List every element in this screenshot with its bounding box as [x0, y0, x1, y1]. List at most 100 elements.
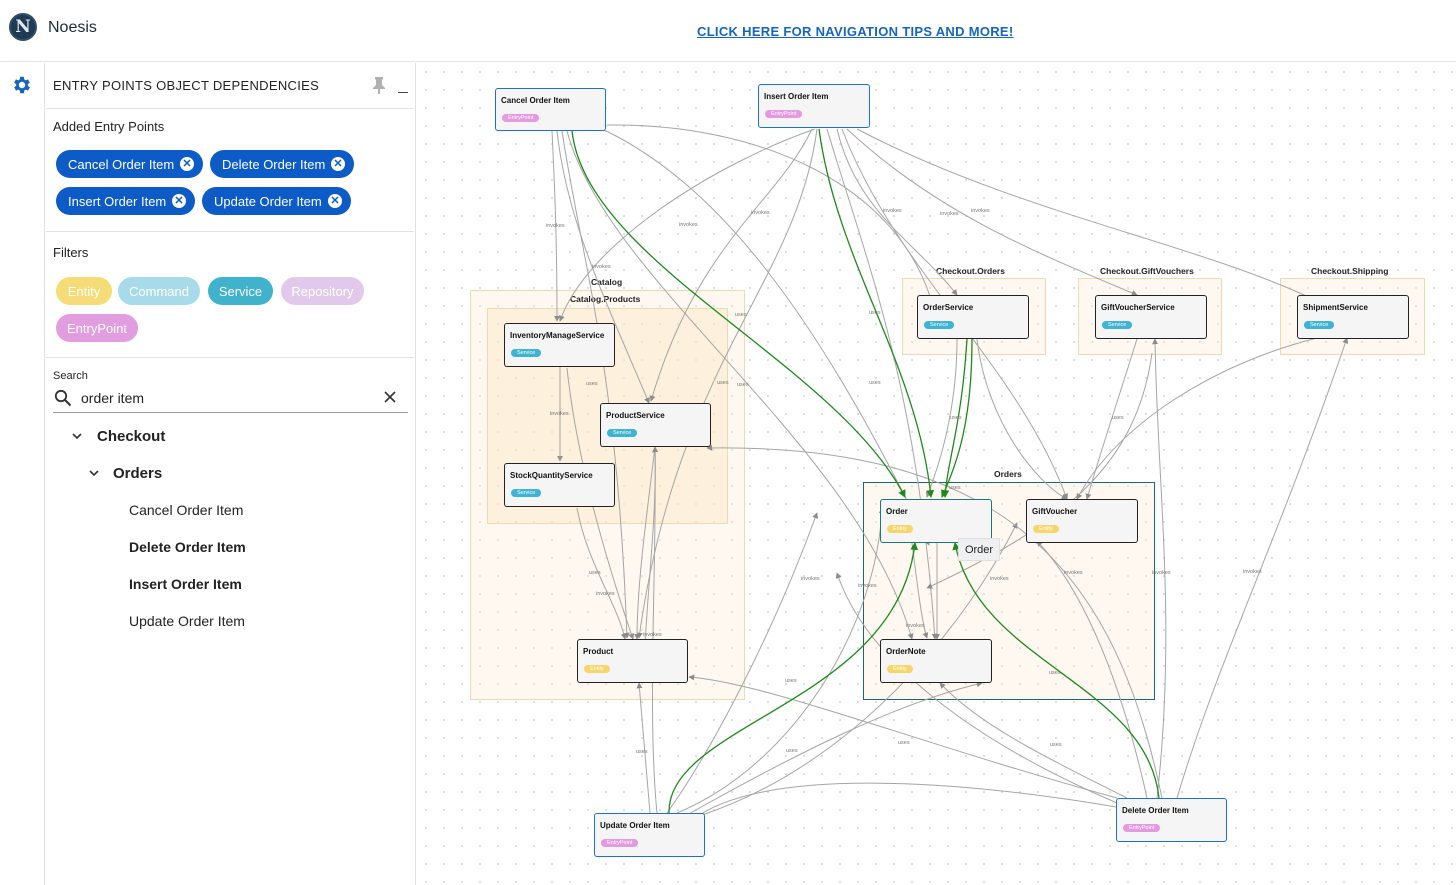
edge-label-invokes: invokes: [906, 623, 925, 629]
filter-repository[interactable]: Repository: [281, 277, 364, 305]
edge-label-invokes: invokes: [940, 211, 959, 217]
edge-label-invokes: invokes: [1152, 570, 1171, 576]
edge-label-invokes: invokes: [550, 411, 569, 417]
edge-label-invokes: invokes: [858, 583, 877, 589]
tree-item-delete-order-item[interactable]: Delete Order Item: [129, 539, 246, 555]
remove-chip-icon[interactable]: ✕: [331, 157, 345, 171]
filter-service[interactable]: Service: [208, 277, 273, 305]
chevron-down-icon[interactable]: [72, 431, 82, 441]
edge-label-uses: uses: [1112, 415, 1124, 421]
app-logo-icon[interactable]: N: [9, 13, 37, 41]
remove-chip-icon[interactable]: ✕: [328, 194, 342, 208]
edge-label-invokes: invokes: [1243, 569, 1262, 575]
group-label-checkout-orders: Checkout.Orders: [936, 266, 1005, 276]
node-giftvoucher-service[interactable]: GiftVoucherService Service: [1095, 295, 1207, 339]
entrypoint-badge: EntryPoint: [765, 110, 803, 118]
node-inventory-manage-service[interactable]: InventoryManageService Service: [504, 323, 615, 367]
tree-item-insert-order-item[interactable]: Insert Order Item: [129, 576, 242, 592]
pin-icon[interactable]: [372, 76, 386, 94]
edge-label-invokes: invokes: [592, 264, 611, 270]
node-insert-order-item[interactable]: Insert Order Item EntryPoint: [758, 84, 870, 128]
chip-insert-order-item[interactable]: Insert Order Item✕: [56, 187, 195, 215]
edge-label-uses: uses: [1049, 670, 1061, 676]
edge-label-uses: uses: [898, 740, 910, 746]
entrypoint-badge: EntryPoint: [502, 114, 540, 122]
dependency-graph-canvas[interactable]: Catalog Catalog.Products Checkout.Orders…: [417, 63, 1456, 885]
filters-label: Filters: [53, 245, 89, 260]
service-badge: Service: [1102, 321, 1133, 329]
edge-label-invokes: invokes: [990, 576, 1009, 582]
edge-label-uses: uses: [586, 381, 598, 387]
entity-badge: Entity: [584, 665, 610, 673]
group-label-checkout-shipping: Checkout.Shipping: [1311, 266, 1389, 276]
service-badge: Service: [924, 321, 955, 329]
dependencies-panel: ENTRY POINTS OBJECT DEPENDENCIES Added E…: [46, 63, 416, 885]
edge-label-invokes: invokes: [679, 222, 698, 228]
edge-label-uses: uses: [869, 380, 881, 386]
node-giftvoucher[interactable]: GiftVoucher Entity: [1026, 499, 1138, 543]
clear-search-icon[interactable]: [383, 390, 397, 404]
added-entry-points-label: Added Entry Points: [53, 119, 165, 134]
node-cancel-order-item[interactable]: Cancel Order Item EntryPoint: [495, 88, 606, 131]
navigation-tips-link[interactable]: CLICK HERE FOR NAVIGATION TIPS AND MORE!: [697, 24, 1014, 39]
edge-label-uses: uses: [737, 382, 749, 388]
divider: [46, 231, 414, 232]
entrypoint-badge: EntryPoint: [1123, 824, 1161, 832]
node-ordernote[interactable]: OrderNote Entity: [880, 639, 992, 683]
remove-chip-icon[interactable]: ✕: [180, 157, 194, 171]
entity-badge: Entity: [887, 525, 913, 533]
filter-entity[interactable]: Entity: [56, 277, 112, 305]
tree-node-checkout[interactable]: Checkout: [97, 428, 166, 445]
search-input[interactable]: [81, 388, 371, 408]
node-tooltip: Order: [958, 538, 1000, 561]
edge-label-uses: uses: [869, 310, 881, 316]
filter-entrypoint[interactable]: EntryPoint: [56, 314, 138, 342]
service-badge: Service: [607, 429, 638, 437]
service-badge: Service: [1304, 321, 1335, 329]
entity-badge: Entity: [887, 665, 913, 673]
node-update-order-item[interactable]: Update Order Item EntryPoint: [594, 813, 705, 857]
minimize-icon[interactable]: [398, 76, 408, 93]
remove-chip-icon[interactable]: ✕: [172, 194, 186, 208]
edge-label-invokes: invokes: [1064, 570, 1083, 576]
gear-icon[interactable]: [11, 74, 33, 96]
edge-label-uses: uses: [636, 749, 648, 755]
group-label-orders: Orders: [994, 469, 1022, 479]
search-box: [53, 386, 408, 413]
edge-label-invokes: invokes: [546, 223, 565, 229]
graph-edges: invokes invokes invokes invokes invokes …: [546, 124, 1349, 821]
chip-delete-order-item[interactable]: Delete Order Item✕: [210, 150, 354, 178]
node-delete-order-item[interactable]: Delete Order Item EntryPoint: [1116, 798, 1227, 842]
edge-label-invokes: invokes: [883, 208, 902, 214]
app-name: Noesis: [48, 19, 97, 36]
edge-label-uses: uses: [1050, 742, 1062, 748]
search-label: Search: [53, 370, 88, 382]
group-label-catalog: Catalog: [591, 277, 623, 287]
edge-label-invokes: invokes: [801, 576, 820, 582]
node-order-service[interactable]: OrderService Service: [917, 295, 1029, 339]
service-badge: Service: [511, 349, 542, 357]
left-rail: [0, 63, 45, 885]
node-product[interactable]: Product Entity: [577, 639, 688, 683]
entrypoint-badge: EntryPoint: [601, 839, 639, 847]
node-shipment-service[interactable]: ShipmentService Service: [1297, 295, 1409, 339]
edge-label-uses: uses: [785, 678, 797, 684]
node-product-service[interactable]: ProductService Service: [600, 403, 711, 447]
tree-item-cancel-order-item[interactable]: Cancel Order Item: [129, 502, 244, 518]
tree-item-update-order-item[interactable]: Update Order Item: [129, 613, 245, 629]
chevron-down-icon[interactable]: [89, 468, 99, 478]
chip-cancel-order-item[interactable]: Cancel Order Item✕: [56, 150, 203, 178]
edge-label-uses: uses: [717, 380, 729, 386]
panel-title: ENTRY POINTS OBJECT DEPENDENCIES: [53, 78, 320, 93]
divider: [46, 108, 414, 109]
edge-label-invokes: invokes: [751, 210, 770, 216]
node-stock-quantity-service[interactable]: StockQuantityService Service: [504, 463, 615, 507]
search-icon: [54, 389, 72, 407]
edge-label-uses: uses: [786, 748, 798, 754]
edge-label-uses: uses: [735, 312, 747, 318]
tree-node-orders[interactable]: Orders: [113, 465, 163, 482]
group-label-checkout-giftvouchers: Checkout.GiftVouchers: [1100, 266, 1194, 276]
filter-command[interactable]: Command: [118, 277, 200, 305]
chip-update-order-item[interactable]: Update Order Item✕: [202, 187, 351, 215]
node-order[interactable]: Order Entity: [880, 499, 992, 543]
